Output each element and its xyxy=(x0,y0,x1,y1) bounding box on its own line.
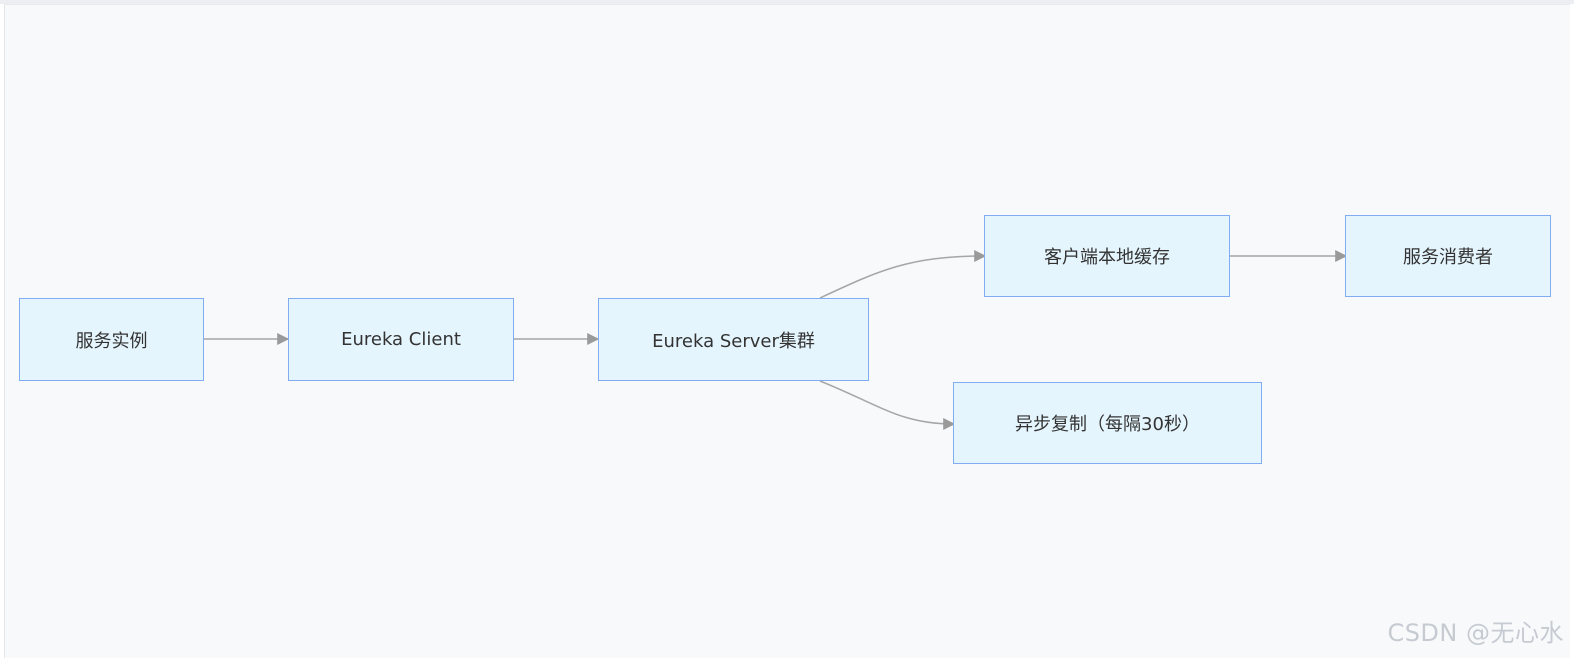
edge-server-to-cache xyxy=(819,250,987,299)
node-async-replication-label: 异步复制（每隔30秒） xyxy=(1015,414,1200,435)
node-service-instance: 服务实例 xyxy=(19,298,204,381)
node-eureka-client-label: Eureka Client xyxy=(341,329,461,350)
node-client-cache-label: 客户端本地缓存 xyxy=(1044,247,1170,268)
node-eureka-client: Eureka Client xyxy=(288,298,514,381)
node-client-cache: 客户端本地缓存 xyxy=(984,215,1230,297)
edge-server-to-replication xyxy=(819,380,956,430)
node-eureka-server-label: Eureka Server集群 xyxy=(652,330,815,352)
node-service-consumer-label: 服务消费者 xyxy=(1403,247,1493,268)
node-eureka-server: Eureka Server集群 xyxy=(598,298,869,381)
node-service-consumer: 服务消费者 xyxy=(1345,215,1551,297)
top-border-strip xyxy=(0,0,1574,4)
csdn-watermark: CSDN @无心水 xyxy=(1387,619,1564,647)
node-service-instance-label: 服务实例 xyxy=(75,330,148,352)
node-async-replication: 异步复制（每隔30秒） xyxy=(953,382,1262,464)
